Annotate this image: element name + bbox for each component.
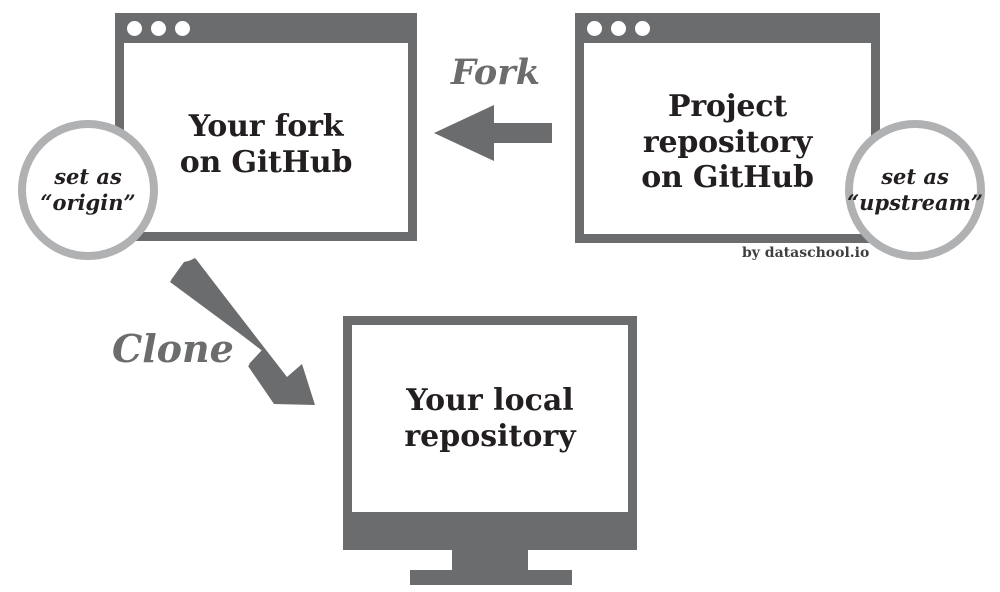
browser-titlebar <box>115 13 417 43</box>
badge-upstream-line1: set as <box>881 164 949 190</box>
your-local-repository-label: Your local repository <box>404 382 576 454</box>
browser-screen: Project repository on GitHub <box>584 43 871 234</box>
clone-arrow-icon <box>170 258 315 405</box>
clone-arrow-label: Clone <box>112 326 234 371</box>
monitor-screen: Your local repository <box>352 325 628 512</box>
window-dot-maximize-icon <box>635 20 650 36</box>
badge-origin-line2: “origin” <box>40 190 136 215</box>
browser-window-your-fork: Your fork on GitHub <box>115 13 417 241</box>
fork-arrow-label: Fork <box>451 52 540 93</box>
browser-screen: Your fork on GitHub <box>124 43 408 232</box>
monitor-your-local-repository: Your local repository <box>343 316 637 550</box>
fork-arrow-icon <box>434 105 552 161</box>
browser-titlebar <box>575 13 880 43</box>
badge-set-as-origin: set as “origin” <box>18 120 158 260</box>
window-dot-minimize-icon <box>151 20 166 36</box>
window-dot-minimize-icon <box>611 20 626 36</box>
badge-origin-line1: set as <box>54 164 122 190</box>
attribution-text: by dataschool.io <box>742 245 870 261</box>
window-dot-close-icon <box>587 20 602 36</box>
your-fork-label: Your fork on GitHub <box>179 109 353 180</box>
window-dot-close-icon <box>127 20 142 36</box>
badge-upstream-line2: “upstream” <box>847 190 983 215</box>
project-repository-label: Project repository on GitHub <box>641 89 814 196</box>
monitor-stand-neck <box>452 550 528 572</box>
window-dot-maximize-icon <box>175 20 190 36</box>
badge-set-as-upstream: set as “upstream” <box>845 120 985 260</box>
monitor-stand-base <box>410 570 572 585</box>
browser-window-project-repository: Project repository on GitHub <box>575 13 880 243</box>
